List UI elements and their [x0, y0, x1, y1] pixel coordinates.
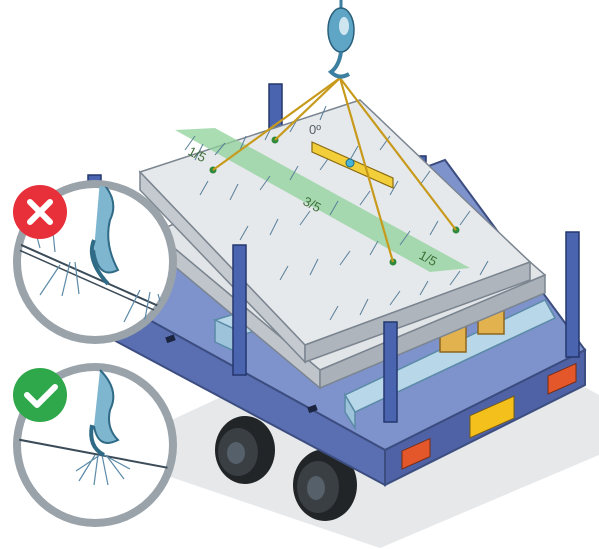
- label-level-angle: 0º: [309, 122, 321, 137]
- stake-post: [566, 232, 579, 357]
- crane-hook: [328, 0, 354, 77]
- wheel-rear: [215, 416, 275, 484]
- stake-post: [384, 322, 397, 422]
- check-icon: [13, 368, 67, 422]
- inset-correct: [10, 363, 190, 527]
- stake-post: [233, 245, 246, 375]
